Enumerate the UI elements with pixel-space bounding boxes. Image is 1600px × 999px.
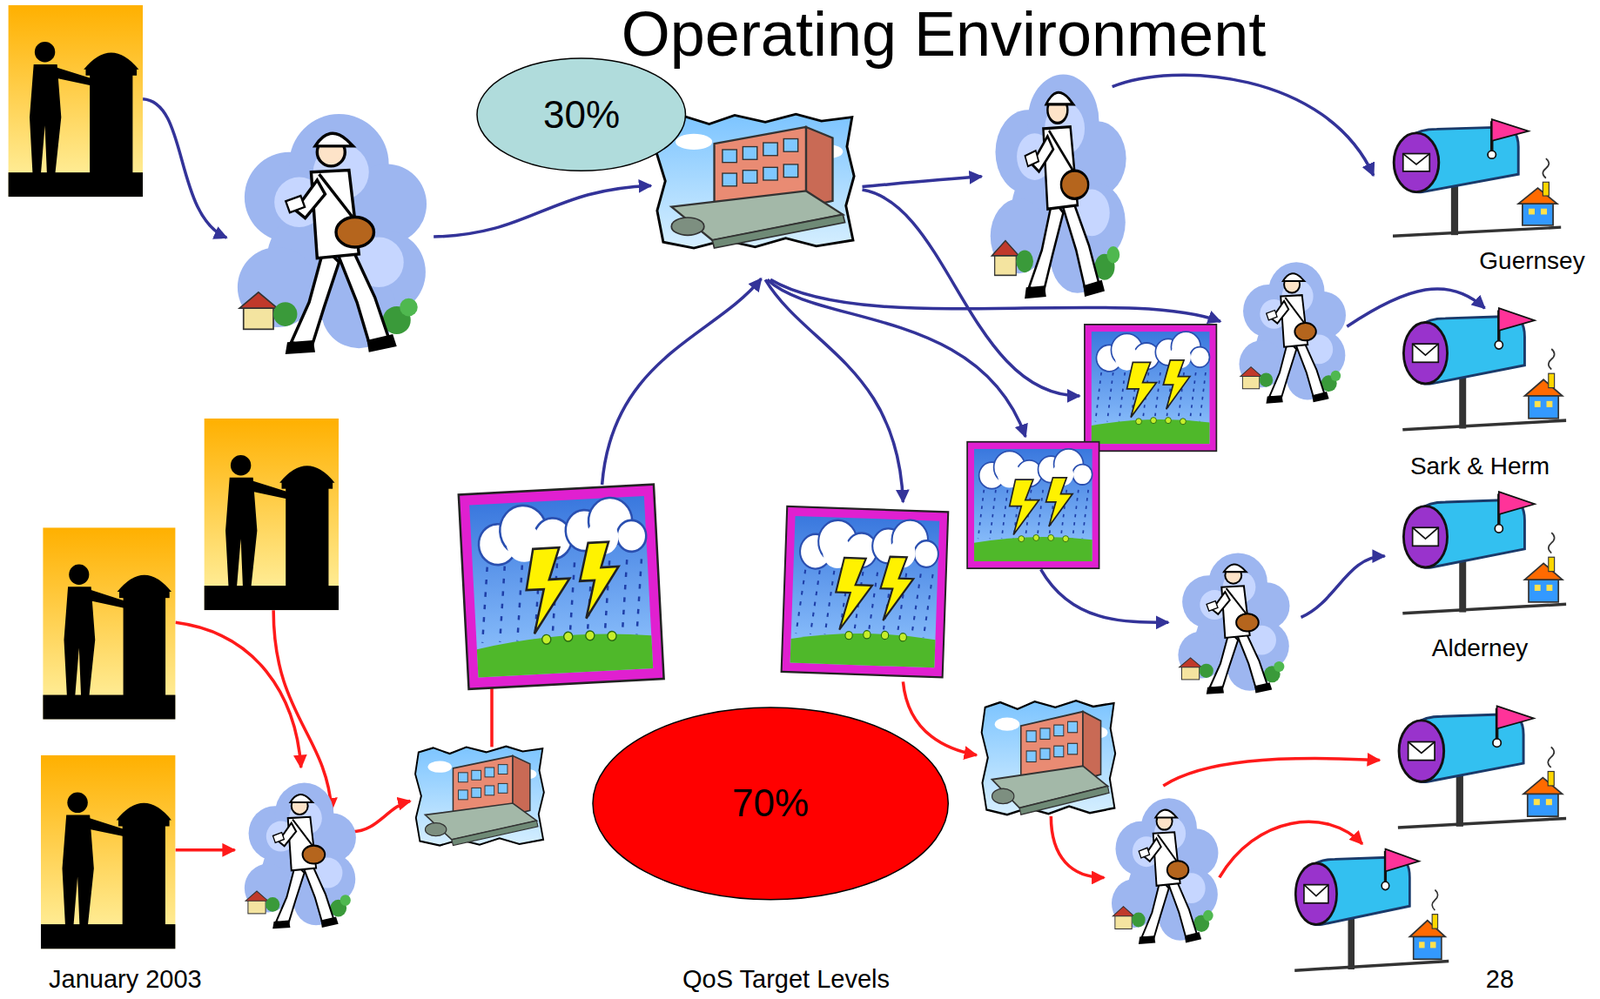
flow-arrow bbox=[765, 279, 903, 503]
bad-weather-picture bbox=[458, 484, 665, 690]
flow-arrow bbox=[1041, 569, 1170, 623]
mailbox-picture bbox=[1402, 491, 1567, 614]
destination-label: Guernsey bbox=[1478, 248, 1585, 276]
flow-arrow bbox=[902, 681, 976, 755]
page-number: 28 bbox=[1485, 966, 1514, 995]
sorting-office-picture bbox=[415, 746, 545, 847]
share-ellipse: 30% bbox=[476, 57, 686, 172]
postman-picture bbox=[1111, 798, 1218, 945]
postman-picture bbox=[244, 783, 357, 930]
bad-weather-picture bbox=[967, 442, 1099, 569]
flow-arrow bbox=[1050, 816, 1104, 878]
destination-label: Sark & Herm bbox=[1410, 453, 1550, 481]
flow-arrow bbox=[602, 278, 762, 485]
mailbox-picture bbox=[1398, 705, 1567, 828]
mailbox-picture bbox=[1294, 849, 1449, 972]
flow-arrow bbox=[175, 622, 302, 768]
pillar-box-picture bbox=[40, 755, 176, 950]
share-value: 70% bbox=[732, 782, 809, 825]
flow-arrow bbox=[862, 176, 982, 188]
sorting-office-picture bbox=[656, 114, 854, 249]
postman-picture bbox=[237, 114, 427, 355]
footer-title: QoS Target Levels bbox=[682, 966, 890, 995]
flow-arrow bbox=[770, 279, 1221, 322]
flow-arrow bbox=[766, 279, 1026, 437]
flow-arrow bbox=[1163, 759, 1380, 787]
flow-arrow bbox=[1301, 556, 1385, 618]
mailbox-picture bbox=[1402, 308, 1567, 431]
flow-arrow bbox=[273, 610, 332, 811]
sorting-office-picture bbox=[981, 700, 1116, 815]
flow-arrow bbox=[142, 99, 227, 238]
ellipse-shape bbox=[477, 58, 686, 171]
flow-arrow bbox=[433, 185, 652, 237]
footer-date: January 2003 bbox=[48, 966, 202, 995]
postman-picture bbox=[1177, 552, 1290, 694]
bad-weather-picture bbox=[1084, 324, 1217, 451]
share-value: 30% bbox=[543, 94, 620, 136]
pillar-box-picture bbox=[203, 418, 339, 611]
slide-title: Operating Environment bbox=[621, 0, 1266, 69]
mailbox-picture bbox=[1392, 119, 1561, 236]
ellipse-shape bbox=[592, 707, 948, 901]
share-ellipse: 70% bbox=[591, 706, 949, 901]
pillar-box-picture bbox=[7, 5, 143, 197]
flow-arrow bbox=[1112, 74, 1374, 176]
bad-weather-picture bbox=[781, 506, 949, 678]
postman-picture bbox=[990, 74, 1127, 300]
flow-line bbox=[490, 684, 494, 748]
flow-arrow bbox=[175, 848, 236, 853]
postman-picture bbox=[1239, 262, 1346, 404]
pillar-box-picture bbox=[42, 527, 175, 720]
destination-label: Alderney bbox=[1431, 635, 1529, 663]
flow-arrow bbox=[351, 801, 411, 833]
